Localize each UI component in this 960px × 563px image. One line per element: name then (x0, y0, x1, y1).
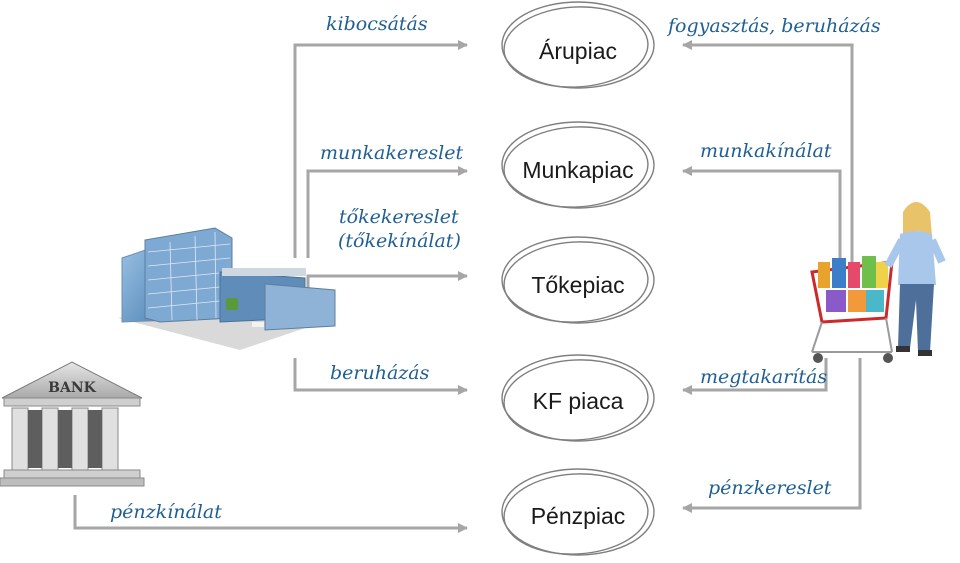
flow-label-penzkereslet: pénzkereslet (708, 477, 832, 499)
groceries (818, 256, 888, 312)
arrow-munkakinalat (682, 166, 842, 262)
bank-sign: BANK (48, 380, 96, 396)
flow-label-munkakinalat: munkakínálat (700, 140, 832, 162)
oval-tokepiac (501, 236, 655, 324)
market-label-arupiac: Árupiac (539, 38, 617, 64)
oval-kf-piaca (501, 354, 655, 442)
flow-label-beruhazas: beruházás (330, 362, 430, 384)
bank-building-illustration: BANK (0, 361, 145, 487)
arrow-beruhazas (293, 358, 468, 395)
flow-label-munkakereslet: munkakereslet (320, 142, 464, 164)
market-ovals (501, 1, 655, 556)
flow-label-penzkinalat: pénzkínálat (110, 501, 222, 523)
flow-label-tokekinalat: (tőkekínálat) (338, 230, 461, 252)
oval-munkapiac (501, 121, 655, 209)
arrow-megtakaritas (682, 358, 828, 395)
arrow-penzkereslet (682, 358, 862, 513)
shopper-with-cart-illustration (810, 202, 946, 363)
household-flow-lines (682, 40, 862, 513)
flow-label-megtakaritas: megtakarítás (700, 366, 828, 388)
arrow-munkakereslet (306, 166, 468, 258)
arrow-kibocsatas (293, 40, 468, 258)
market-label-tokepiac: Tőkepiac (531, 272, 625, 298)
flow-label-kibocsatas: kibocsátás (326, 13, 428, 35)
flow-label-tokekereslet: tőkekereslet (339, 206, 459, 228)
office-building-illustration (118, 227, 336, 350)
arrow-penzkinalat (73, 495, 468, 533)
arrow-fogyasztas (682, 40, 854, 262)
market-label-kf-piaca: KF piaca (532, 388, 624, 414)
flow-label-fogyasztas-beruhazas: fogyasztás, beruházás (668, 15, 881, 37)
market-label-penzpiac: Pénzpiac (530, 503, 626, 529)
market-label-munkapiac: Munkapiac (522, 157, 634, 183)
oval-arupiac (501, 1, 655, 89)
oval-penzpiac (501, 468, 655, 556)
